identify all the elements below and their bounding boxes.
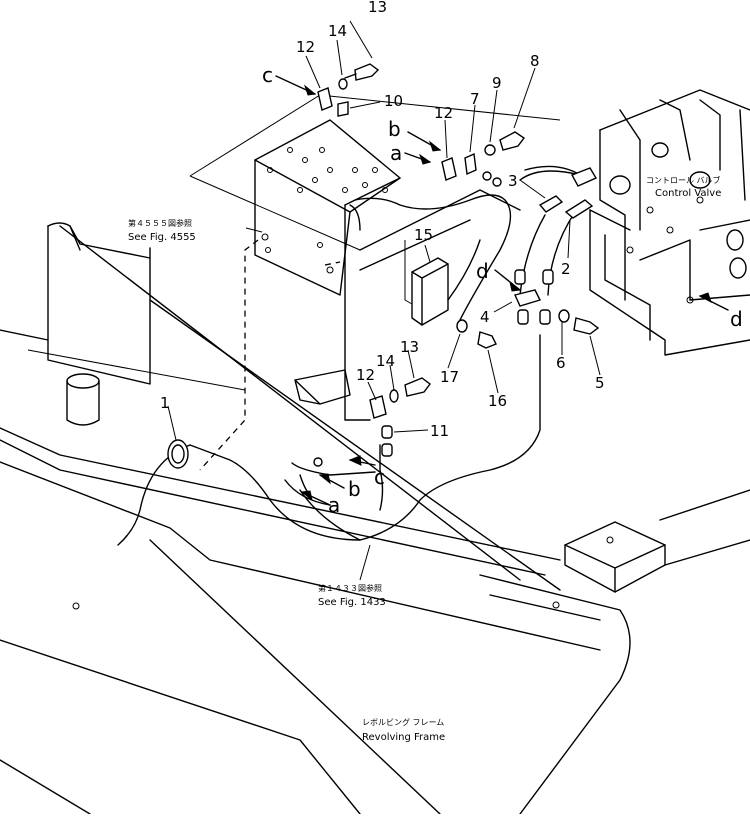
callout-1: 1	[160, 394, 170, 412]
letter-b-top: b	[388, 117, 401, 141]
callout-4: 4	[480, 308, 490, 326]
callout-11: 11	[430, 422, 449, 440]
grommet	[167, 439, 189, 469]
connection-letters: c b a d d b a c	[262, 63, 743, 517]
frame-post	[66, 373, 100, 426]
hardware	[313, 63, 600, 467]
valve-spool-ports	[609, 142, 747, 304]
callout-13-low: 13	[400, 338, 419, 356]
revolving-frame	[0, 222, 750, 815]
letter-d-right: d	[730, 307, 743, 331]
callout-16: 16	[488, 392, 507, 410]
revolving-frame-label-jp: レボルビング フレーム	[362, 717, 444, 727]
letter-c-top: c	[262, 63, 273, 87]
callout-12-mid: 12	[434, 104, 453, 122]
callout-15: 15	[414, 226, 433, 244]
callout-9: 9	[492, 74, 502, 92]
plate-holes	[265, 147, 388, 274]
leader-lines	[167, 20, 729, 581]
callout-6: 6	[556, 354, 566, 372]
callout-17: 17	[440, 368, 459, 386]
letter-b-low: b	[348, 477, 361, 501]
letter-a-top: a	[390, 141, 402, 165]
callout-12-low: 12	[356, 366, 375, 384]
see-4555-label-en: See Fig. 4555	[128, 232, 196, 243]
callout-3: 3	[508, 172, 518, 190]
see-4555-label-jp: 第４５５５図参照	[128, 218, 192, 228]
see-1433-label-jp: 第１４３３図参照	[318, 583, 382, 593]
callout-2: 2	[561, 260, 571, 278]
callout-12-top: 12	[296, 38, 315, 56]
callout-14-top: 14	[328, 22, 347, 40]
see-1433-label-en: See Fig. 1433	[318, 597, 386, 608]
letter-c-low: c	[374, 465, 385, 489]
control-valve-label-en: Control Valve	[655, 188, 721, 199]
callout-5: 5	[595, 374, 605, 392]
callout-numbers: 1 2 3 4 5 6 7 8 9 10 11 12 12 12 13 13 1…	[160, 0, 605, 440]
control-valve	[589, 89, 750, 356]
callout-8: 8	[530, 52, 540, 70]
callout-7: 7	[470, 90, 480, 108]
revolving-frame-label-en: Revolving Frame	[362, 732, 445, 743]
switch-box	[404, 240, 449, 326]
control-valve-label-jp: コントロール バルブ	[646, 175, 721, 185]
reference-notes: コントロール バルブ Control Valve 第４５５５図参照 See Fi…	[128, 175, 721, 743]
callout-13-top: 13	[368, 0, 387, 16]
callout-14-low: 14	[376, 352, 395, 370]
frame-block	[564, 521, 666, 593]
callout-10: 10	[384, 92, 403, 110]
letter-a-low: a	[328, 493, 340, 517]
letter-d-left: d	[476, 259, 489, 283]
